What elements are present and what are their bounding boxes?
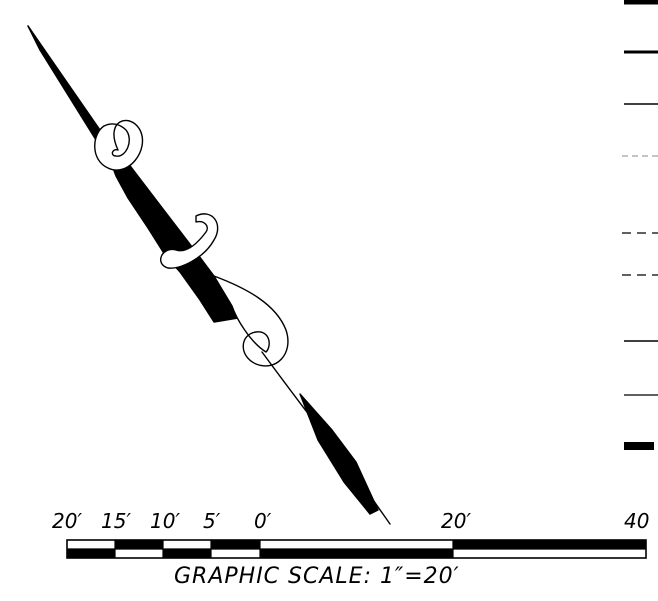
scale-segment bbox=[115, 540, 163, 549]
scale-label-10: 10′ bbox=[150, 509, 180, 533]
flourish-loop-middle bbox=[160, 213, 219, 269]
scale-label-20-left: 20′ bbox=[52, 509, 82, 533]
scale-title: GRAPHIC SCALE: 1″=20′ bbox=[174, 564, 460, 589]
flourish-taper bbox=[299, 393, 379, 515]
flourish-loop-lower bbox=[213, 275, 289, 367]
legend-filled-bar bbox=[624, 442, 654, 450]
scale-segment bbox=[211, 540, 260, 549]
flourish-drawing bbox=[27, 25, 391, 525]
line-legend bbox=[622, 0, 658, 450]
scale-segment bbox=[67, 549, 115, 558]
scale-bar bbox=[66, 539, 647, 559]
scale-segment bbox=[260, 549, 453, 558]
scale-label-20-right: 20′ bbox=[441, 509, 471, 533]
scale-segment bbox=[163, 549, 211, 558]
scale-label-15: 15′ bbox=[101, 509, 131, 533]
scale-segment bbox=[453, 540, 646, 549]
scale-label-0: 0′ bbox=[254, 509, 272, 533]
flourish-loop-upper bbox=[94, 119, 143, 171]
scale-label-40: 40 bbox=[624, 509, 650, 533]
scale-label-5: 5′ bbox=[203, 509, 221, 533]
